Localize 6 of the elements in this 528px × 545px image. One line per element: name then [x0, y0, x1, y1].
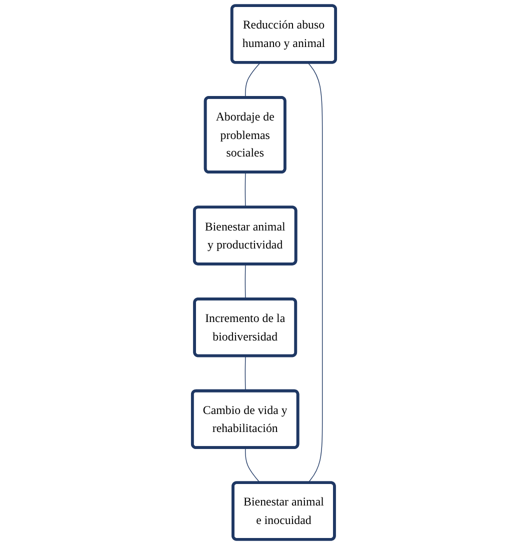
connector	[244, 172, 246, 208]
connector	[244, 264, 246, 300]
connector	[308, 62, 323, 484]
connector	[245, 62, 261, 98]
connector	[245, 448, 261, 484]
connector	[244, 356, 246, 392]
